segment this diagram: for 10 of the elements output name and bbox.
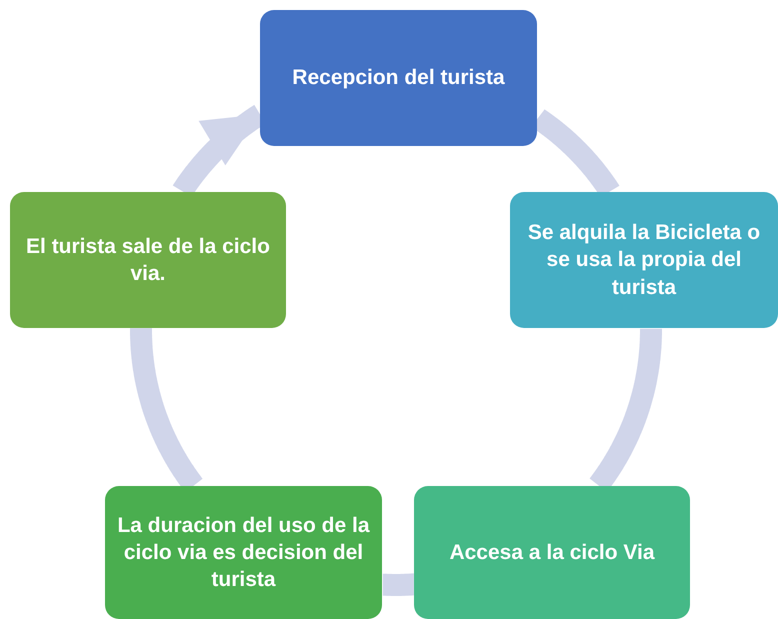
process-box bbox=[260, 10, 537, 146]
step-text: El turista sale de la ciclo via. bbox=[25, 234, 271, 287]
step-text: Accesa a la ciclo Via bbox=[449, 540, 655, 566]
process-box bbox=[414, 486, 690, 619]
step-text: Recepcion del turista bbox=[292, 65, 505, 92]
step-text: La duracion del uso de la ciclo via es decision del turista bbox=[117, 512, 370, 594]
process-box bbox=[105, 486, 382, 619]
process-box bbox=[10, 192, 286, 328]
step-text: Se alquila la Bicicleta o se usa la propia del turista bbox=[526, 220, 762, 301]
process-box bbox=[510, 192, 778, 328]
